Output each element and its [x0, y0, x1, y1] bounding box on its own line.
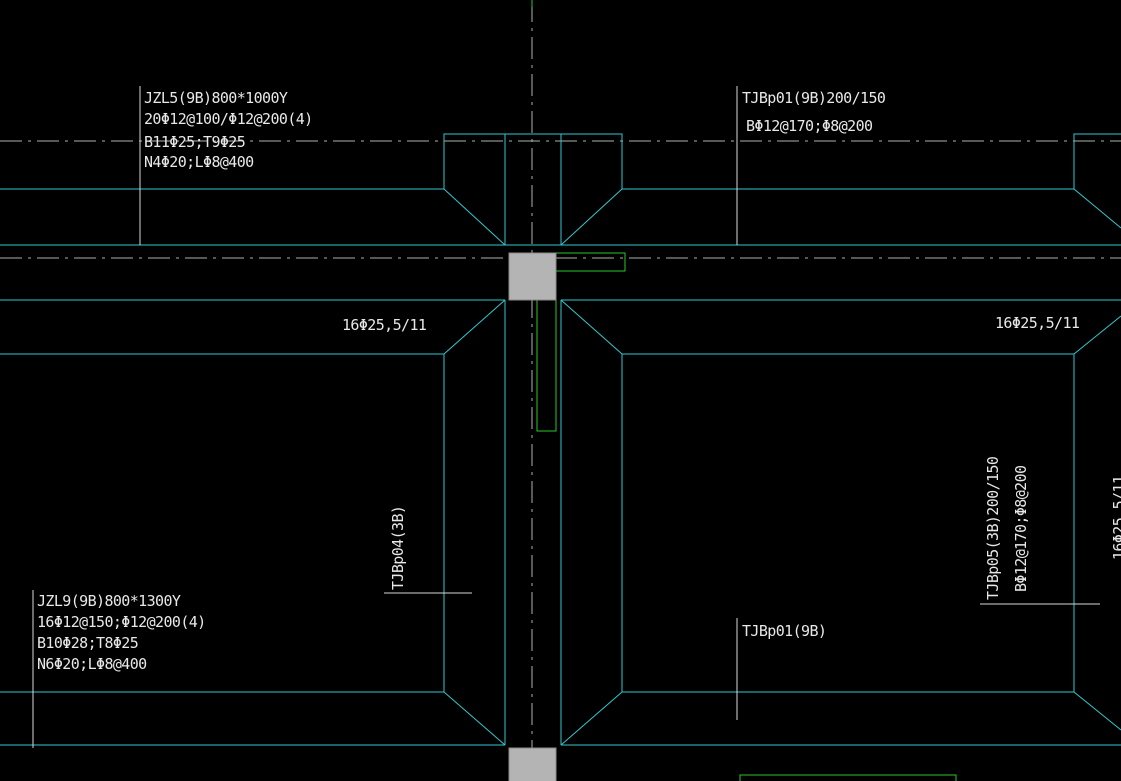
left-slab-panel: [0, 299, 506, 746]
annotation-edge-cut: 16Φ25,5/11: [1110, 475, 1121, 560]
top-foundation-beam: [0, 133, 1121, 246]
jzl5-line1: JZL5(9B)800*1000Y: [144, 89, 288, 107]
annotation-tjbp01-bottom[interactable]: TJBp01(9B): [742, 622, 827, 640]
tjbp05-line1: TJBp05(3B)200/150: [984, 456, 1002, 600]
tjbp05-line2: BΦ12@170;Φ8@200: [1012, 465, 1030, 592]
annotation-jzl5[interactable]: JZL5(9B)800*1000Y 20Φ12@100/Φ12@200(4) B…: [144, 89, 313, 171]
column-center[interactable]: [508, 252, 557, 301]
top-right-pedestal-chamfer: [1073, 188, 1121, 229]
jzl5-line4: N4Φ20;LΦ8@400: [144, 153, 254, 171]
main-foundation-beams: [0, 299, 1121, 746]
top-right-pedestal-outline: [1073, 133, 1121, 189]
top-pedestal-chamfer-left: [443, 188, 506, 246]
annotation-bar-left[interactable]: 16Φ25,5/11: [342, 316, 427, 334]
annotation-tjbp05[interactable]: TJBp05(3B)200/150 BΦ12@170;Φ8@200: [984, 456, 1030, 600]
annotation-bar-right[interactable]: 16Φ25,5/11: [995, 314, 1080, 332]
annotation-jzl9[interactable]: JZL9(9B)800*1300Y 16Φ12@150;Φ12@200(4) B…: [37, 592, 206, 673]
tjbp01-top-line1: TJBp01(9B)200/150: [742, 89, 886, 107]
right-panel-chamfer-tr: [1073, 315, 1121, 355]
left-panel-chamfer-bottom: [443, 691, 506, 746]
annotation-tjbp04[interactable]: TJBp04(3B): [389, 506, 407, 590]
jzl5-line3: B11Φ25;T9Φ25: [144, 133, 245, 151]
leader-lines: [32, 86, 1100, 748]
jzl9-line2: 16Φ12@150;Φ12@200(4): [37, 613, 206, 631]
rebar-marker-horizontal: [555, 252, 626, 272]
jzl9-line3: B10Φ28;T8Φ25: [37, 634, 138, 652]
top-pedestal-chamfer-right: [560, 188, 623, 246]
right-panel-chamfer-bl: [560, 691, 623, 746]
column-bottom[interactable]: [508, 747, 557, 781]
right-slab-panel: [560, 299, 1121, 746]
right-panel-rect: [621, 353, 1075, 693]
left-panel-chamfer-top: [443, 299, 506, 355]
top-pedestal-outline: [443, 133, 623, 189]
right-panel-chamfer-tl: [560, 299, 623, 355]
jzl9-line1: JZL9(9B)800*1300Y: [37, 592, 181, 610]
rebar-marker-vertical: [536, 299, 557, 432]
jzl5-line2: 20Φ12@100/Φ12@200(4): [144, 110, 313, 128]
rebar-marker-bottom: [739, 774, 957, 781]
tjbp01-top-line2: BΦ12@170;Φ8@200: [746, 117, 873, 135]
jzl9-line4: N6Φ20;LΦ8@400: [37, 655, 147, 673]
right-panel-chamfer-br: [1073, 691, 1121, 731]
annotation-tjbp01-top[interactable]: TJBp01(9B)200/150 BΦ12@170;Φ8@200: [742, 89, 886, 135]
